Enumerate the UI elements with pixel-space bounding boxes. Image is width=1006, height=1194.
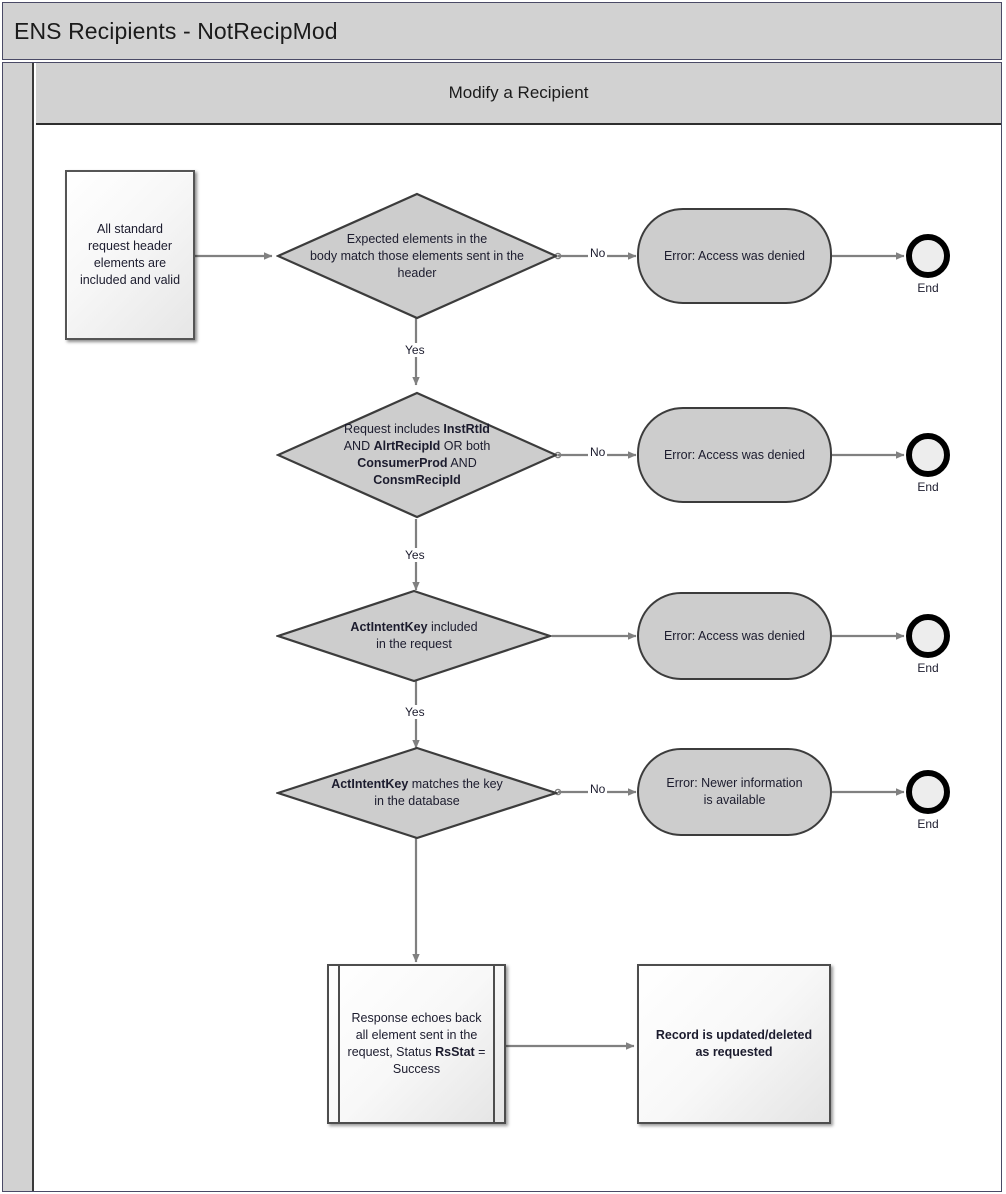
edge-label-no-1: No — [588, 246, 608, 260]
end-circle-icon — [906, 614, 950, 658]
error-access-denied-2[interactable]: Error: Access was denied — [637, 407, 832, 503]
diamond-shape — [276, 192, 558, 320]
error-3-label: Error: Access was denied — [663, 628, 806, 643]
predef-bar-right — [493, 965, 495, 1123]
error-2-label: Error: Access was denied — [663, 447, 806, 462]
end-node-2-label: End — [917, 480, 939, 494]
page-title: ENS Recipients - NotRecipMod — [14, 17, 338, 44]
lane-body — [36, 125, 1001, 1191]
error-1-label: Error: Access was denied — [663, 248, 806, 263]
end-node-4-label: End — [917, 817, 939, 831]
edge-label-yes-2: Yes — [403, 548, 427, 562]
diagram-title-bar: ENS Recipients - NotRecipMod — [2, 2, 1002, 60]
edge-label-no-2: No — [588, 445, 608, 459]
edge-label-yes-1: Yes — [403, 343, 427, 357]
end-circle-icon — [906, 234, 950, 278]
predef-bar-left — [338, 965, 340, 1123]
end-circle-icon — [906, 433, 950, 477]
end-node-4[interactable]: End — [906, 770, 950, 831]
end-node-1[interactable]: End — [906, 234, 950, 295]
error-access-denied-1[interactable]: Error: Access was denied — [637, 208, 832, 304]
end-circle-icon — [906, 770, 950, 814]
end-node-3[interactable]: End — [906, 614, 950, 675]
error-access-denied-3[interactable]: Error: Access was denied — [637, 592, 832, 680]
end-node-3-label: End — [917, 661, 939, 675]
lane-header: Modify a Recipient — [36, 63, 1001, 125]
end-node-1-label: End — [917, 281, 939, 295]
end-node-2[interactable]: End — [906, 433, 950, 494]
diamond-shape — [276, 746, 558, 840]
lane-title: Modify a Recipient — [448, 83, 589, 102]
edge-label-yes-3: Yes — [403, 705, 427, 719]
lane-band — [3, 63, 34, 1191]
diamond-shape — [276, 589, 552, 683]
edge-label-no-4: No — [588, 782, 608, 796]
diamond-shape — [276, 391, 558, 519]
